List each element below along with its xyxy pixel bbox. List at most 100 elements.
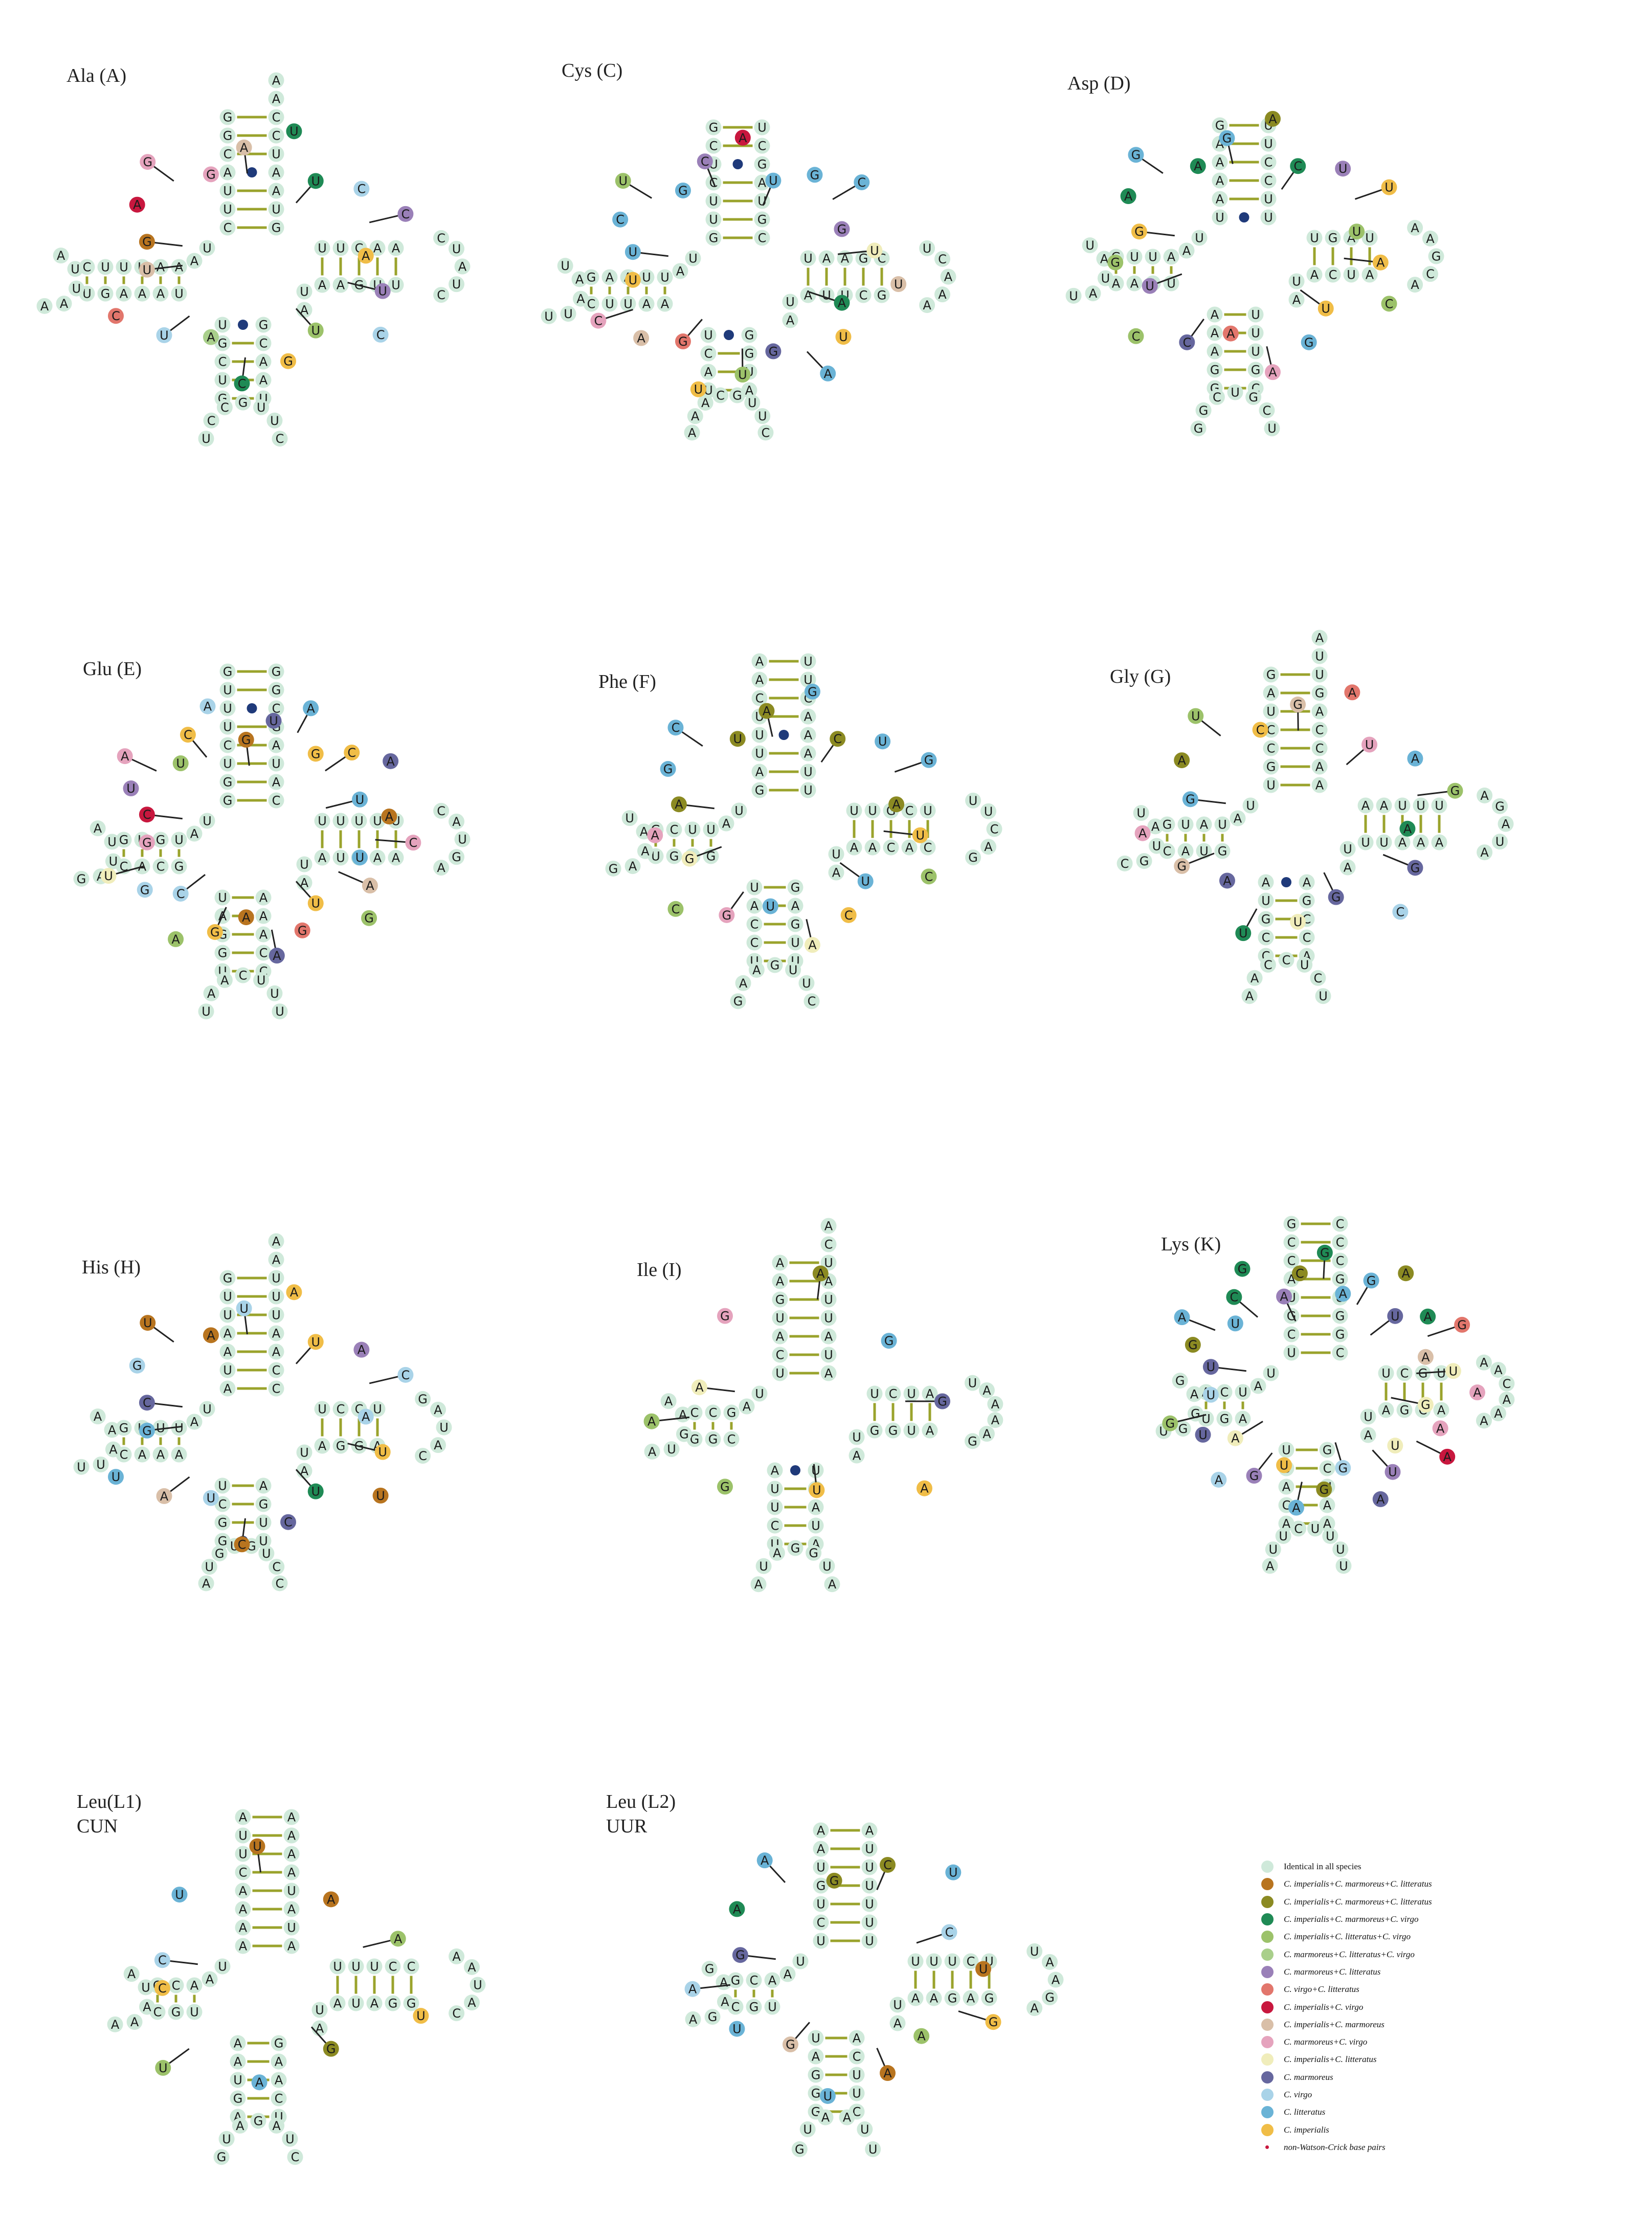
variant-nucleotide: A — [1174, 1309, 1190, 1326]
svg-text:A: A — [721, 1995, 729, 2009]
svg-text:G: G — [1432, 250, 1441, 264]
nucleotide: C — [1310, 970, 1326, 986]
nucleotide: U — [846, 802, 862, 819]
variant-nucleotide: U — [307, 173, 324, 189]
svg-text:G: G — [156, 833, 166, 847]
nucleotide: A — [800, 727, 816, 743]
nucleotide: U — [685, 250, 701, 266]
svg-text:A: A — [1211, 345, 1219, 359]
variant-nucleotide: U — [1276, 1457, 1292, 1473]
svg-text:U: U — [239, 1302, 249, 1316]
variant-nucleotide: C — [154, 1952, 170, 1968]
nucleotide: A — [230, 2053, 246, 2070]
variant-nucleotide: C — [1179, 334, 1195, 350]
nucleotide: C — [820, 1236, 837, 1252]
svg-text:A: A — [133, 198, 142, 212]
legend-swatch — [1261, 2053, 1274, 2066]
svg-text:C: C — [158, 1981, 167, 1996]
variant-nucleotide: C — [139, 807, 155, 823]
variant-nucleotide: C — [108, 308, 124, 324]
nucleotide: G — [787, 916, 803, 932]
svg-text:G: G — [218, 1516, 228, 1530]
variant-nucleotide: C — [941, 1924, 957, 1940]
svg-text:C: C — [990, 822, 999, 837]
svg-text:U: U — [370, 1960, 379, 1974]
svg-text:U: U — [159, 2061, 168, 2075]
svg-text:A: A — [175, 1448, 184, 1462]
nucleotide: A — [987, 1396, 1003, 1412]
nucleotide: G — [730, 993, 746, 1010]
legend-label: C. marmoreus+C. litteratus+C. virgo — [1284, 1949, 1415, 1959]
svg-text:U: U — [1136, 806, 1146, 820]
variant-nucleotide: U — [1188, 708, 1204, 724]
nucleotide: U — [1332, 1541, 1349, 1558]
svg-text:C: C — [833, 732, 842, 746]
svg-text:C: C — [1426, 267, 1435, 281]
variant-nucleotide: A — [1174, 752, 1190, 769]
variant-nucleotide: C — [879, 1856, 896, 1873]
svg-text:A: A — [1323, 1498, 1332, 1513]
svg-text:A: A — [138, 287, 147, 301]
svg-text:U: U — [351, 1960, 361, 1974]
nucleotide: A — [800, 745, 816, 761]
variant-nucleotide: U — [286, 123, 302, 140]
nucleotide: U — [1260, 209, 1277, 226]
svg-text:A: A — [1417, 836, 1425, 850]
nucleotide: U — [1214, 816, 1231, 833]
nucleotide: A — [1311, 777, 1328, 793]
svg-text:A: A — [236, 2119, 244, 2133]
nucleotide: U — [171, 285, 187, 302]
nucleotide: G — [1263, 666, 1279, 683]
svg-text:U: U — [223, 757, 232, 771]
svg-text:U: U — [416, 2009, 426, 2023]
nucleotide: U — [454, 831, 471, 847]
svg-text:G: G — [1331, 890, 1341, 905]
svg-text:A: A — [242, 910, 251, 925]
nucleotide: G — [965, 849, 981, 866]
svg-text:A: A — [1100, 252, 1109, 266]
svg-text:U: U — [203, 814, 212, 828]
variant-nucleotide: G — [140, 154, 156, 170]
nucleotide: C — [449, 2005, 465, 2022]
svg-text:U: U — [1264, 192, 1273, 207]
svg-text:U: U — [1030, 1944, 1039, 1959]
variant-nucleotide: A — [323, 1891, 339, 1908]
svg-text:A: A — [287, 1847, 296, 1862]
svg-text:A: A — [850, 841, 859, 855]
svg-text:U: U — [1207, 1388, 1216, 1402]
svg-text:C: C — [291, 2150, 300, 2164]
nucleotide: G — [855, 250, 872, 266]
variant-nucleotide: C — [172, 885, 189, 902]
nucleotide: G — [214, 1533, 231, 1549]
svg-text:U: U — [275, 1004, 284, 1019]
nucleotide: A — [638, 296, 655, 312]
svg-text:C: C — [709, 1406, 718, 1420]
legend-label: non-Watson-Crick base pairs — [1284, 2142, 1386, 2152]
variant-nucleotide: U — [203, 1490, 219, 1506]
svg-text:U: U — [1215, 211, 1224, 225]
nucleotide: A — [746, 898, 763, 914]
svg-text:A: A — [434, 1438, 442, 1452]
nucleotide: G — [704, 2009, 721, 2025]
nucleotide: C — [1117, 855, 1133, 871]
nucleotide: U — [1315, 988, 1331, 1004]
svg-text:A: A — [804, 728, 813, 743]
nucleotide: A — [779, 1966, 796, 1982]
svg-text:G: G — [1411, 861, 1420, 875]
svg-text:G: G — [1175, 1374, 1185, 1388]
nucleotide: U — [808, 2030, 824, 2046]
svg-text:A: A — [675, 797, 683, 812]
variant-nucleotide: U — [307, 1334, 324, 1350]
svg-text:C: C — [184, 728, 192, 742]
svg-text:U: U — [176, 756, 185, 771]
nucleotide: U — [560, 306, 576, 322]
variant-nucleotide: A — [129, 196, 145, 213]
variant-nucleotide: G — [280, 353, 297, 369]
nucleotide: A — [1476, 1413, 1492, 1429]
svg-text:G: G — [223, 110, 233, 125]
svg-text:G: G — [1045, 1990, 1055, 2005]
nucleotide: A — [186, 825, 203, 842]
nucleotide: G — [746, 1999, 762, 2015]
legend-label: C. imperialis+C. marmoreus+C. litteratus — [1284, 1896, 1432, 1907]
